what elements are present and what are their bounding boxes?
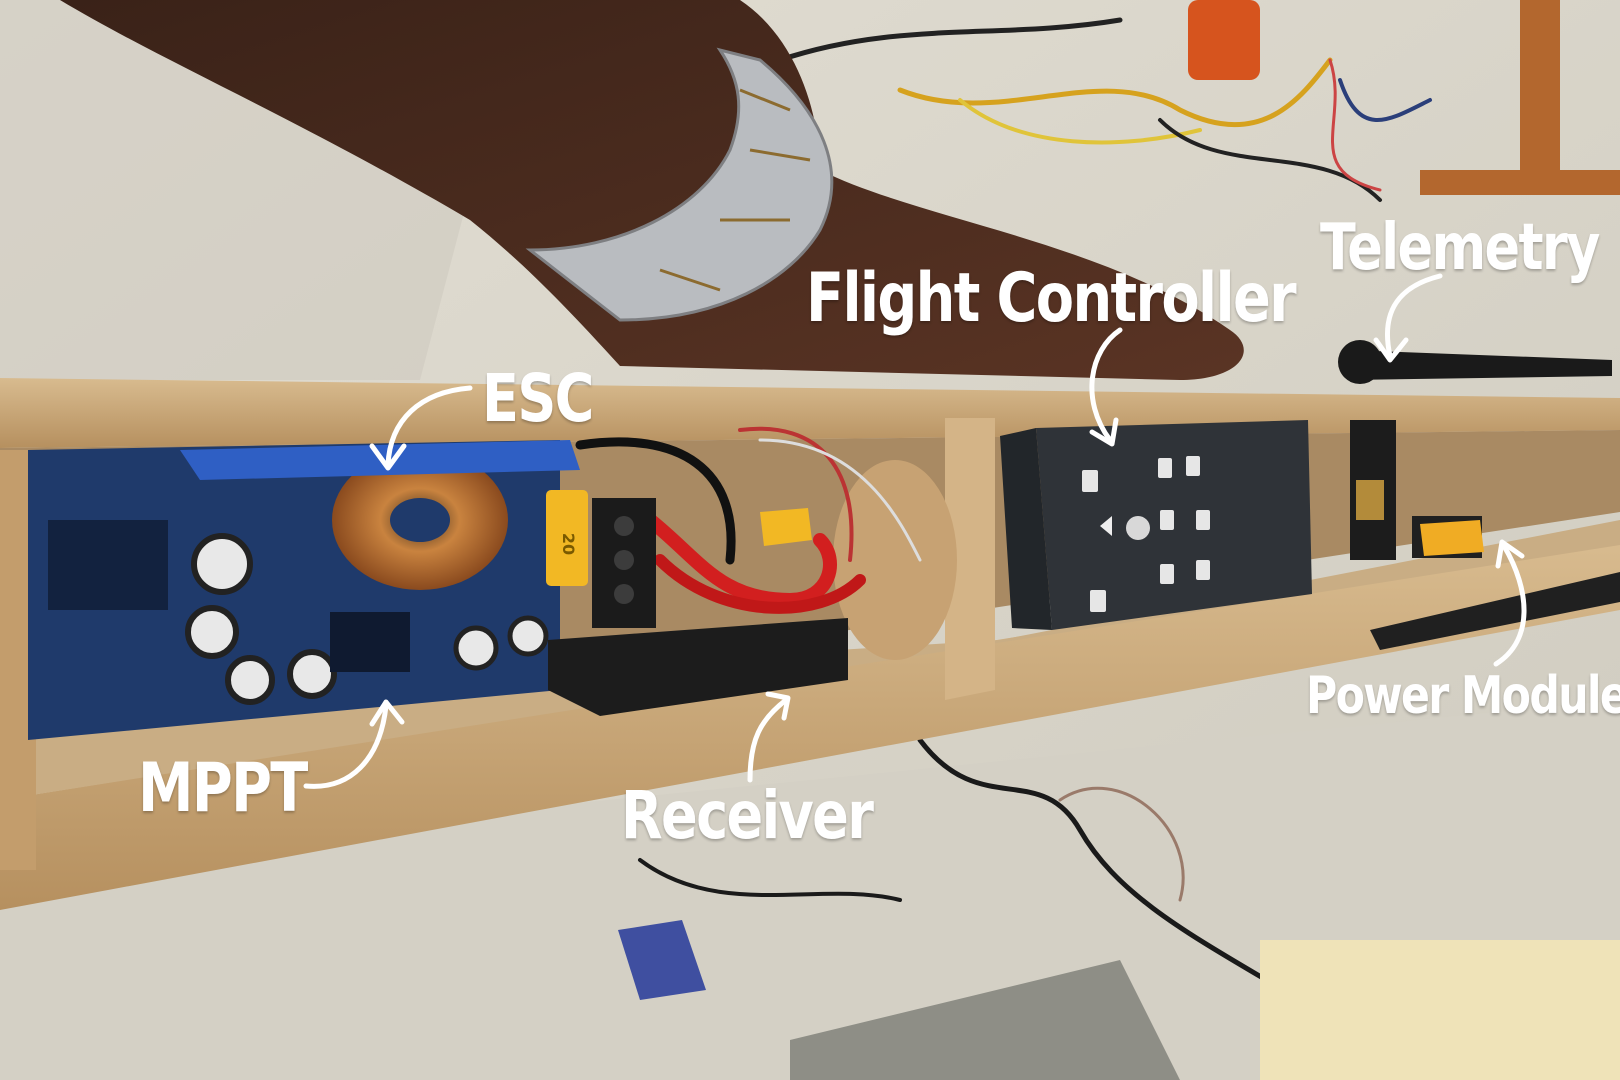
power-module-arrowhead bbox=[1495, 539, 1525, 569]
esc-label: ESC bbox=[482, 360, 594, 437]
receiver-label: Receiver bbox=[621, 777, 874, 854]
forearm-hand bbox=[60, 0, 1244, 380]
mppt-arrowhead bbox=[369, 699, 405, 727]
wristwatch bbox=[525, 47, 834, 322]
capacitor bbox=[507, 615, 549, 657]
bulkhead-hole bbox=[833, 460, 957, 660]
background-plastic-piece bbox=[618, 920, 706, 1000]
background-box bbox=[1260, 940, 1620, 1080]
power-module-xt60 bbox=[1420, 520, 1484, 556]
telemetry-arrowhead bbox=[1373, 337, 1409, 363]
background-metal-block bbox=[790, 960, 1180, 1080]
receiver-module bbox=[548, 618, 848, 716]
flight-controller-arrowhead bbox=[1089, 417, 1119, 447]
background-wires bbox=[638, 17, 1432, 1003]
background-bracket bbox=[1420, 0, 1620, 195]
telemetry-label: Telemetry bbox=[1320, 211, 1600, 285]
fuse-rating: 20 bbox=[559, 533, 578, 555]
background-tool bbox=[1188, 0, 1260, 80]
capacitor bbox=[287, 649, 337, 699]
capacitor bbox=[225, 655, 275, 705]
mppt-label: MPPT bbox=[138, 749, 308, 828]
flight-controller-arrow bbox=[1089, 327, 1123, 443]
telemetry-arrow bbox=[1384, 273, 1443, 359]
telemetry-antenna bbox=[1348, 350, 1612, 380]
esc-arrow bbox=[385, 385, 473, 468]
capacitor bbox=[191, 533, 253, 595]
sma-connector bbox=[1356, 480, 1384, 520]
xt60-connector bbox=[760, 508, 812, 546]
esc-wires bbox=[575, 426, 922, 614]
receiver-arrowhead bbox=[765, 691, 791, 721]
capacitor bbox=[185, 605, 239, 659]
flight-controller-label: Flight Controller bbox=[806, 259, 1297, 338]
fuselage-bulkhead bbox=[945, 418, 995, 700]
ground-antenna bbox=[1370, 572, 1620, 650]
mppt-arrow bbox=[303, 703, 389, 789]
power-module-label: Power Module bbox=[1306, 666, 1620, 726]
annotation-arrows bbox=[303, 273, 1527, 789]
fuselage-bottom-plank bbox=[0, 540, 1620, 910]
mppt-board bbox=[28, 440, 560, 740]
receiver-arrow bbox=[747, 697, 789, 783]
hand-with-watch bbox=[60, 0, 1244, 380]
floor-area bbox=[0, 700, 1620, 1080]
power-module-arrow bbox=[1493, 543, 1527, 667]
fuse: 20 bbox=[546, 490, 588, 586]
capacitor bbox=[453, 625, 499, 671]
esc-arrowhead bbox=[369, 443, 407, 471]
flight-controller bbox=[1000, 420, 1312, 630]
